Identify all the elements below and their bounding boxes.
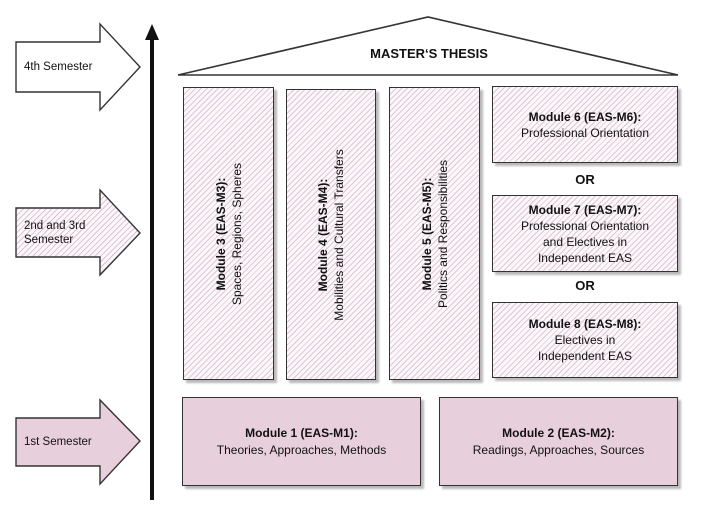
module-4-desc: Mobilities and Cultural Transfers bbox=[332, 148, 346, 321]
module-5-title: Module 5 (EAS-M5): bbox=[419, 177, 434, 290]
label-2nd-3rd-line1: 2nd and 3rd bbox=[24, 220, 86, 232]
module-4-box: Module 4 (EAS-M4): Mobilities and Cultur… bbox=[286, 89, 376, 380]
module-5-text: Module 5 (EAS-M5): Politics and Responsi… bbox=[419, 159, 451, 307]
module-7-desc-line3: Independent EAS bbox=[537, 250, 633, 265]
masters-thesis-title: MASTER‘S THESIS bbox=[370, 46, 488, 61]
label-2nd-3rd-semester: 2nd and 3rd Semester bbox=[24, 219, 85, 247]
module-1-desc: Theories, Approaches, Methods bbox=[216, 442, 387, 457]
module-2-title: Module 2 (EAS-M2): bbox=[502, 425, 615, 440]
time-axis-arrowhead bbox=[145, 24, 159, 40]
arrow-2nd-3rd-semester bbox=[15, 188, 141, 277]
module-3-title: Module 3 (EAS-M3): bbox=[213, 177, 228, 290]
module-8-desc-line1: Electives in bbox=[554, 333, 616, 347]
module-7-desc-line2: and Electives in bbox=[542, 234, 628, 249]
module-8-title: Module 8 (EAS-M8): bbox=[528, 317, 642, 331]
module-1-box: Module 1 (EAS-M1): Theories, Approaches,… bbox=[182, 397, 421, 486]
module-6-title: Module 6 (EAS-M6): bbox=[528, 109, 642, 124]
module-8-box: Module 8 (EAS-M8): Electives in Independ… bbox=[492, 302, 678, 378]
module-5-box: Module 5 (EAS-M5): Politics and Responsi… bbox=[389, 87, 480, 380]
module-8-desc-line2: Independent EAS bbox=[537, 349, 633, 363]
module-5-desc: Politics and Responsibilities bbox=[435, 159, 450, 308]
module-7-box: Module 7 (EAS-M7): Professional Orientat… bbox=[492, 195, 678, 272]
label-2nd-3rd-line2: Semester bbox=[24, 234, 74, 246]
label-4th-semester: 4th Semester bbox=[24, 61, 93, 73]
module-6-desc: Professional Orientation bbox=[520, 125, 650, 140]
module-3-box: Module 3 (EAS-M3): Spaces, Regions, Sphe… bbox=[183, 87, 274, 380]
or-label-2: OR bbox=[575, 278, 595, 293]
thesis-roof bbox=[177, 16, 679, 76]
module-3-text: Module 3 (EAS-M3): Spaces, Regions, Sphe… bbox=[213, 162, 245, 304]
module-4-title: Module 4 (EAS-M4): bbox=[316, 178, 330, 291]
module-7-desc-line1: Professional Orientation bbox=[520, 218, 650, 233]
module-7-title: Module 7 (EAS-M7): bbox=[528, 202, 642, 217]
or-label-1: OR bbox=[575, 172, 595, 187]
module-3-desc: Spaces, Regions, Spheres bbox=[229, 162, 244, 305]
module-1-title: Module 1 (EAS-M1): bbox=[245, 425, 358, 440]
module-4-text: Module 4 (EAS-M4): Mobilities and Cultur… bbox=[315, 149, 347, 320]
arrow-1st-semester bbox=[15, 398, 141, 486]
arrow-4th-semester bbox=[15, 22, 141, 112]
module-6-box: Module 6 (EAS-M6): Professional Orientat… bbox=[492, 86, 678, 163]
module-2-box: Module 2 (EAS-M2): Readings, Approaches,… bbox=[439, 397, 678, 486]
module-2-desc: Readings, Approaches, Sources bbox=[472, 442, 645, 457]
label-1st-semester: 1st Semester bbox=[24, 436, 92, 448]
